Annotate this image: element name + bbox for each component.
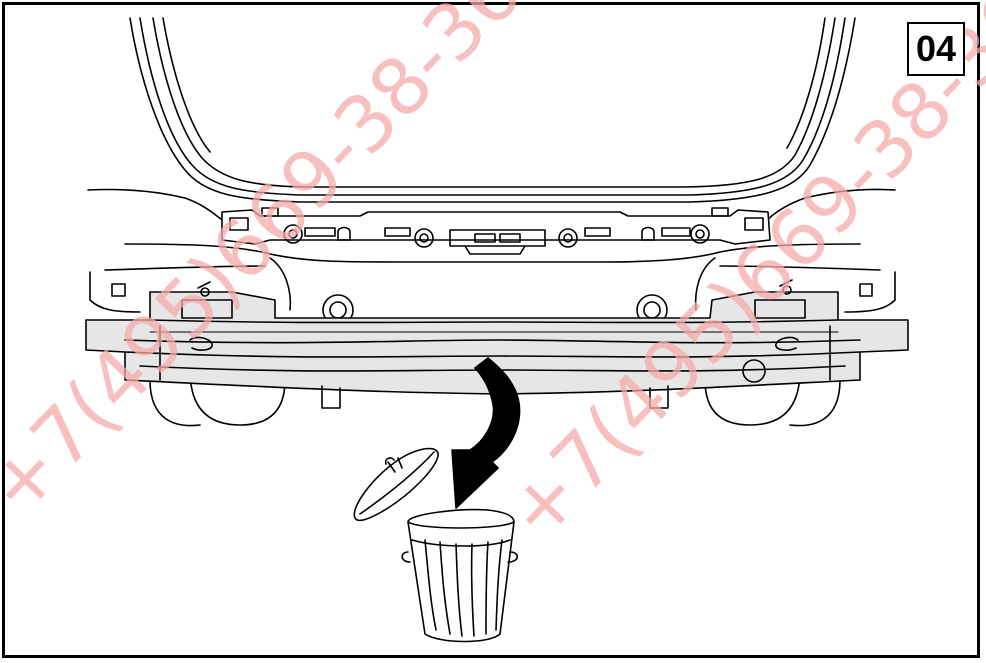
step-number-badge: 04 <box>907 22 965 76</box>
vehicle-rear-body-icon <box>87 17 896 313</box>
trash-bin-lid-icon <box>353 447 439 522</box>
left-wheel-icon <box>189 369 286 426</box>
curved-arrow-down-icon <box>451 357 521 509</box>
upper-bracket-icon <box>221 207 771 255</box>
trash-bin-icon <box>401 508 519 643</box>
rear-bumper-beam-icon <box>85 279 909 409</box>
watermark: +7(495)669-38-36 +7(495)669-38-36 <box>0 0 986 558</box>
right-wheel-icon <box>704 369 801 426</box>
watermark-text-right: +7(495)669-38-36 <box>489 0 986 558</box>
